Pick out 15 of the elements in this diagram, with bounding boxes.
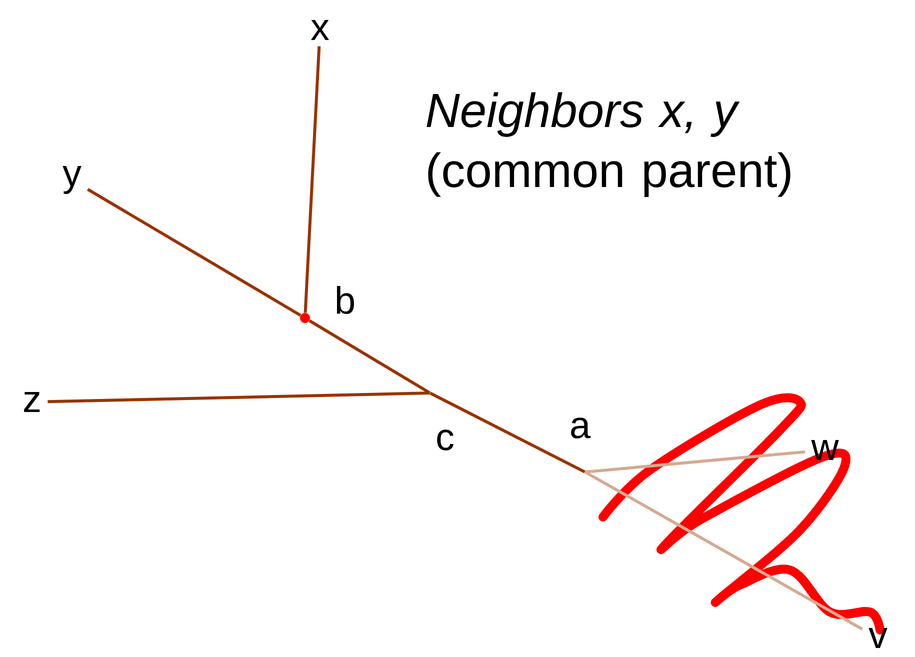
leaf-label: v: [868, 628, 888, 648]
leaf-label: x: [310, 20, 330, 40]
branch-line: [430, 392, 586, 474]
branch-line: [585, 450, 806, 474]
node-label: a: [571, 418, 591, 438]
node-label: c: [437, 430, 454, 450]
leaf-label: y: [62, 166, 82, 194]
node-label: b: [336, 286, 354, 314]
branch-line: [584, 470, 864, 630]
branch-line: [308, 319, 431, 394]
branch-line: [304, 46, 321, 313]
leaf-label: z: [24, 392, 40, 412]
branch-line: [48, 392, 430, 404]
title: Neighbors x, y (common parent): [426, 92, 790, 197]
branch-line: [86, 188, 302, 317]
